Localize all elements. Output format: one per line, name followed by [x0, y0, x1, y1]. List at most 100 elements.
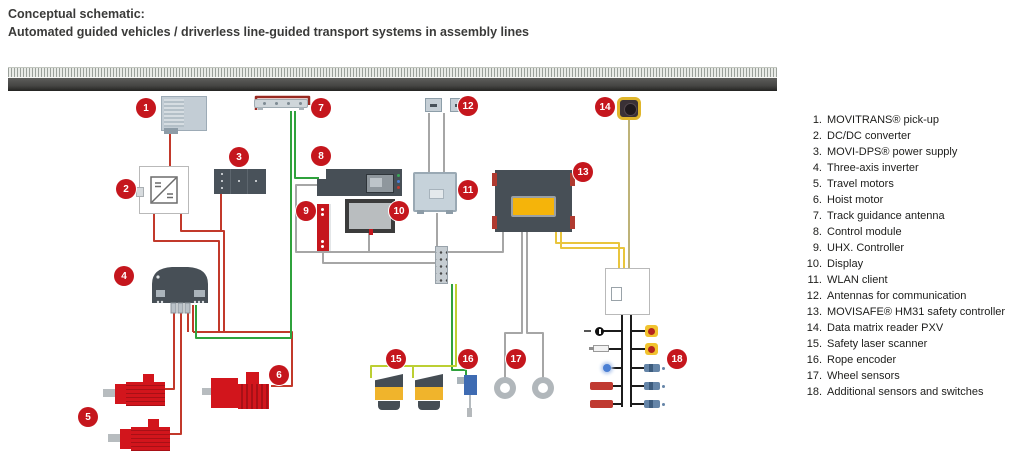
wire-segment	[193, 331, 293, 387]
item-badge-5: 5	[78, 407, 98, 427]
legend-number: 9.	[812, 242, 822, 254]
corner-bracket	[492, 173, 497, 186]
legend-item-8: 8. Control module	[800, 224, 1005, 240]
legend-label: MOVITRANS® pick-up	[827, 114, 940, 126]
legend-item-9: 9. UHX. Controller	[800, 240, 1005, 256]
status-led-red	[397, 186, 400, 189]
wire-segment	[294, 111, 319, 179]
legend-item-7: 7.Track guidance antenna	[800, 208, 1005, 224]
legend-label: Track guidance antenna	[827, 210, 945, 222]
item-badge-9: 9	[296, 201, 316, 221]
rope-encoder	[457, 375, 477, 417]
legend-label: MOVISAFE® HM31 safety controller	[827, 306, 1006, 318]
legend-number: 15.	[806, 338, 822, 350]
wire-segment	[560, 232, 625, 268]
wire-segment	[526, 232, 544, 378]
legend-item-18: 18.Additional sensors and switches	[800, 384, 1005, 400]
legend-label: Safety laser scanner	[827, 338, 928, 350]
item-badge-14: 14	[595, 97, 615, 117]
legend-number: 4.	[812, 162, 822, 174]
wire-segment	[180, 214, 225, 332]
dcdc-symbol-icon	[150, 176, 178, 204]
legend-number: 3.	[812, 146, 822, 158]
legend-label: MOVI-DPS® power supply	[827, 146, 958, 158]
wire-segment	[504, 232, 523, 378]
plug-connector-icon	[589, 345, 609, 352]
legend-item-2: 2.DC/DC converter	[800, 128, 1005, 144]
wlan-foot	[446, 210, 453, 214]
legend-label: WLAN client	[827, 274, 888, 286]
track-guidance-antenna	[254, 99, 308, 110]
rope-line	[469, 395, 471, 409]
legend-item-3: 3. MOVI-DPS® power supply	[800, 144, 1005, 160]
key-switch-icon	[595, 326, 604, 336]
corner-bracket	[570, 173, 575, 186]
legend-item-14: 14.Data matrix reader PXV	[800, 320, 1005, 336]
movisafe-hm31-safety-controller	[492, 170, 575, 232]
legend-number: 11.	[807, 274, 822, 286]
rope-weight	[467, 408, 472, 417]
sensor-junction-box	[605, 268, 650, 315]
wire-segment	[195, 111, 292, 339]
sensor-block-2	[590, 400, 613, 408]
legend-number: 13.	[806, 306, 822, 318]
item-badge-1: 1	[136, 98, 156, 118]
legend-label: Control module	[827, 226, 902, 238]
legend-item-4: 4. Three-axis inverter	[800, 160, 1005, 176]
wlan-client	[413, 172, 457, 214]
safety-laser-scanner-2	[415, 374, 443, 410]
travel-motor-2	[108, 419, 170, 451]
item-badge-12: 12	[458, 96, 478, 116]
sensor-block-1	[590, 382, 613, 390]
legend-label: UHX. Controller	[827, 242, 905, 254]
pickup-coil-ribs	[164, 99, 184, 127]
legend-number: 1.	[812, 114, 822, 126]
legend-item-10: 10.Display	[800, 256, 1005, 272]
uhx-controller	[317, 204, 331, 251]
item-badge-17: 17	[506, 349, 526, 369]
wire-segment	[448, 232, 504, 253]
legend-item-1: 1. MOVITRANS® pick-up	[800, 112, 1005, 128]
wlan-label	[429, 189, 444, 199]
contactless-power-rail	[8, 67, 777, 78]
legend-item-16: 16.Rope encoder	[800, 352, 1005, 368]
wire-segment	[167, 312, 182, 435]
status-led-green	[397, 174, 400, 177]
legend-item-12: 12. Antennas for communication	[800, 288, 1005, 304]
control-module-screen	[366, 174, 394, 193]
hoist-motor	[202, 368, 272, 409]
item-badge-10: 10	[389, 201, 409, 221]
antenna-foot	[258, 107, 263, 110]
legend-number: 8.	[812, 226, 822, 238]
legend-number: 18.	[806, 386, 822, 398]
status-led-blue	[397, 180, 400, 183]
safety-laser-scanner-1	[375, 374, 403, 410]
legend-number: 2.	[812, 130, 822, 142]
legend-number: 12.	[806, 290, 822, 302]
emergency-stop-icon	[645, 325, 658, 337]
legend-label: Antennas for communication	[827, 290, 967, 302]
title-line-1: Conceptual schematic:	[8, 7, 145, 21]
rope-encoder-connector	[457, 377, 464, 384]
wlan-foot	[417, 210, 424, 214]
antenna-foot	[299, 107, 304, 110]
wire-segment	[153, 214, 220, 332]
legend-label: Three-axis inverter	[827, 162, 919, 174]
pickup-connector	[164, 128, 178, 134]
data-matrix-reader-pxv	[617, 97, 641, 120]
item-badge-4: 4	[114, 266, 134, 286]
terminal-strip	[435, 246, 448, 284]
item-badge-3: 3	[229, 147, 249, 167]
legend-number: 14.	[806, 322, 822, 334]
legend-label: Display	[827, 258, 864, 270]
indicator-lamp-icon	[603, 364, 611, 372]
legend-item-13: 13. MOVISAFE® HM31 safety controller	[800, 304, 1005, 320]
item-badge-7: 7	[311, 98, 331, 118]
legend-item-11: 11. WLAN client	[800, 272, 1005, 288]
wire-segment	[451, 284, 467, 376]
legend-number: 6.	[812, 194, 822, 206]
legend-label: Wheel sensors	[827, 370, 900, 382]
three-axis-inverter	[152, 267, 208, 314]
travel-motor-1	[103, 374, 165, 406]
